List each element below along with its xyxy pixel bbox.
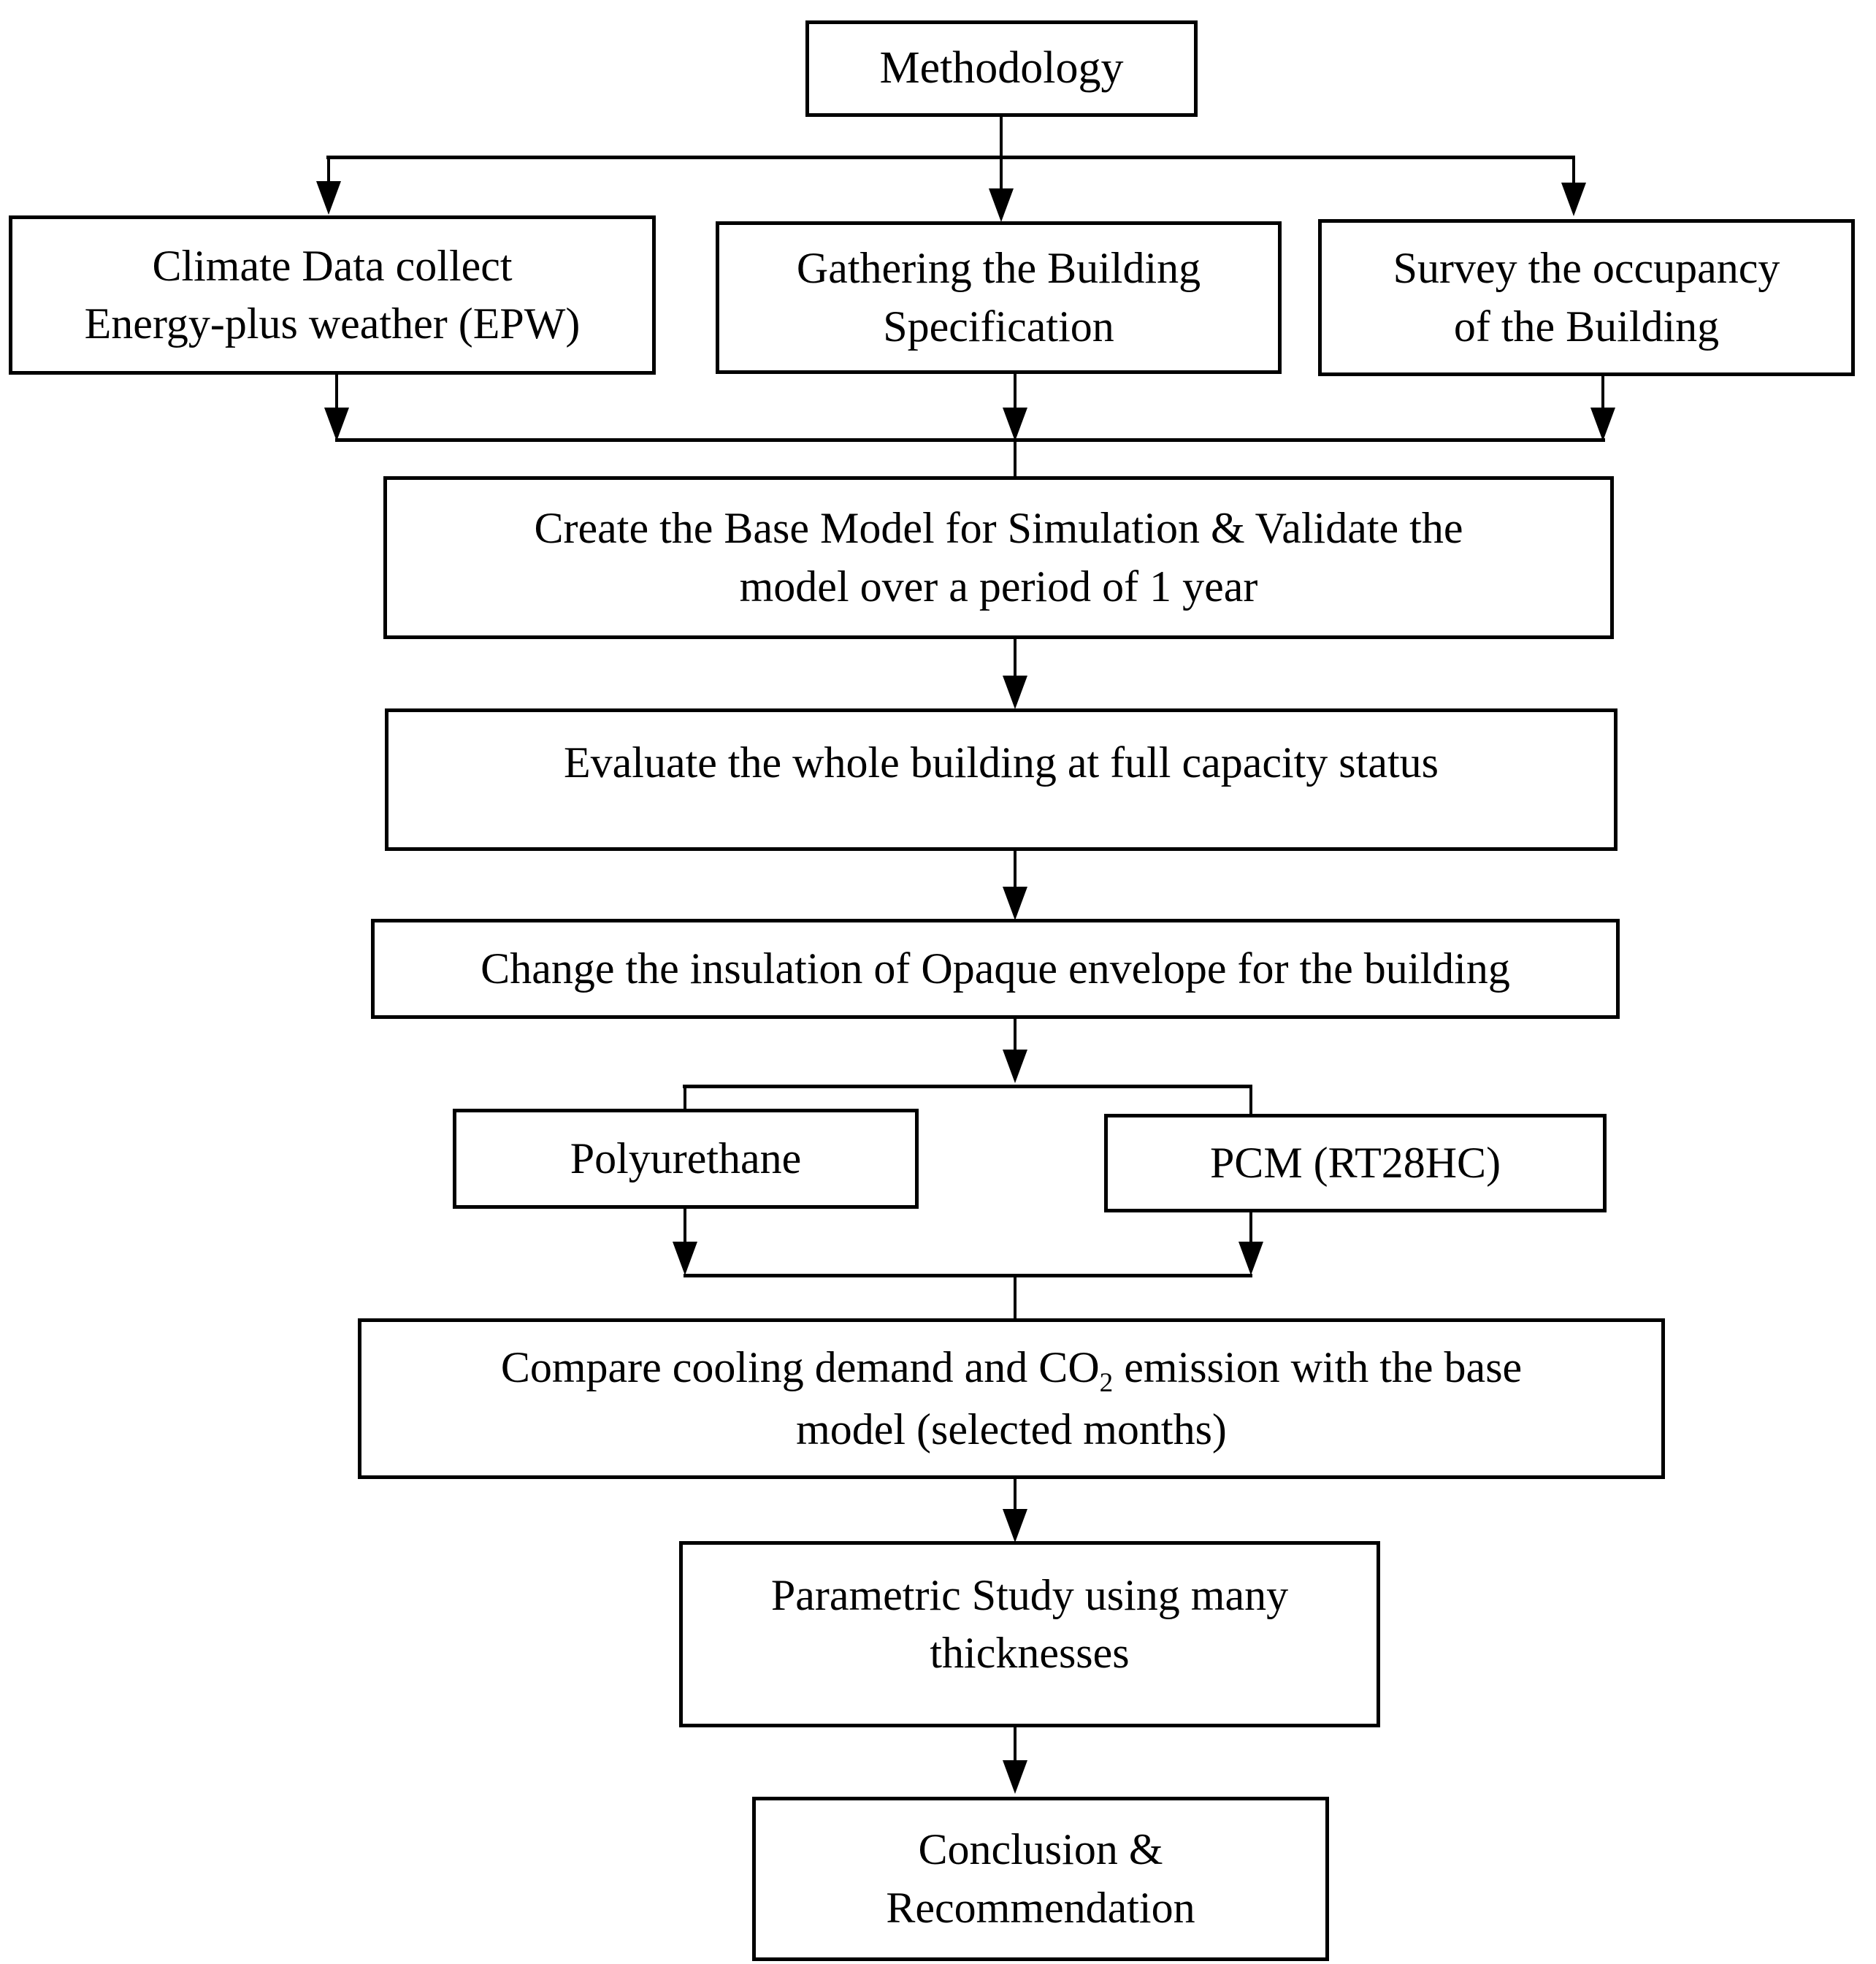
arrowhead-split-center bbox=[1003, 1050, 1027, 1083]
connector-merge-bar-materials bbox=[684, 1274, 1252, 1277]
connector-methodology-stem bbox=[1000, 117, 1003, 158]
node-survey-occupancy-line2: of the Building bbox=[1453, 302, 1720, 351]
node-climate-data-line1: Climate Data collect bbox=[152, 241, 513, 290]
connector-drop-climate bbox=[327, 156, 330, 186]
arrowhead-to-climate-data bbox=[316, 181, 341, 215]
node-climate-data-line2: Energy-plus weather (EPW) bbox=[84, 299, 581, 348]
node-polyurethane[interactable]: Polyurethane bbox=[453, 1109, 919, 1209]
node-survey-occupancy[interactable]: Survey the occupancy of the Building bbox=[1318, 219, 1855, 376]
arrowhead-merge-right bbox=[1590, 408, 1615, 441]
connector-gathering-out bbox=[1014, 374, 1017, 410]
connector-split-bar bbox=[683, 1085, 1252, 1088]
arrowhead-to-survey-occupancy bbox=[1561, 183, 1586, 216]
connector-split-to-polyurethane bbox=[684, 1085, 686, 1111]
connector-parametric-to-conclusion bbox=[1014, 1727, 1017, 1764]
connector-polyurethane-out bbox=[684, 1209, 686, 1245]
node-gathering-spec-line2: Specification bbox=[883, 302, 1114, 351]
node-compare-results[interactable]: Compare cooling demand and CO2 emission … bbox=[358, 1318, 1665, 1479]
arrowhead-merge-polyurethane bbox=[673, 1242, 697, 1275]
connector-insulation-out bbox=[1014, 1019, 1017, 1054]
node-evaluate-building-label: Evaluate the whole building at full capa… bbox=[564, 738, 1439, 787]
node-parametric-study-line1: Parametric Study using many bbox=[770, 1571, 1289, 1619]
connector-merge-to-base-model bbox=[1014, 438, 1017, 481]
node-pcm[interactable]: PCM (RT28HC) bbox=[1104, 1114, 1607, 1212]
connector-drop-survey bbox=[1572, 156, 1575, 186]
connector-climate-out bbox=[335, 375, 338, 411]
connector-evaluate-to-insulation bbox=[1014, 851, 1017, 891]
node-conclusion[interactable]: Conclusion & Recommendation bbox=[752, 1797, 1329, 1961]
node-conclusion-line1: Conclusion & bbox=[918, 1825, 1163, 1874]
connector-distribution-bar bbox=[326, 156, 1574, 159]
node-survey-occupancy-line1: Survey the occupancy bbox=[1393, 244, 1780, 293]
arrowhead-to-evaluate bbox=[1003, 676, 1027, 709]
node-compare-results-line1-pre: Compare cooling demand and CO bbox=[500, 1342, 1100, 1391]
arrowhead-merge-pcm bbox=[1238, 1242, 1263, 1275]
connector-compare-to-parametric bbox=[1014, 1479, 1017, 1513]
node-climate-data[interactable]: Climate Data collect Energy-plus weather… bbox=[9, 215, 656, 375]
node-gathering-spec[interactable]: Gathering the Building Specification bbox=[716, 221, 1282, 374]
node-evaluate-building[interactable]: Evaluate the whole building at full capa… bbox=[385, 708, 1617, 851]
node-methodology-label: Methodology bbox=[879, 43, 1124, 93]
arrowhead-merge-left bbox=[324, 408, 349, 441]
connector-materials-to-compare bbox=[1014, 1274, 1017, 1319]
arrowhead-to-gathering-spec bbox=[989, 188, 1014, 222]
node-change-insulation-label: Change the insulation of Opaque envelope… bbox=[481, 944, 1510, 993]
node-pcm-label: PCM (RT28HC) bbox=[1209, 1138, 1501, 1187]
connector-merge-bar bbox=[335, 438, 1605, 442]
node-compare-results-line2: model (selected months) bbox=[796, 1405, 1227, 1453]
arrowhead-to-conclusion bbox=[1003, 1760, 1027, 1794]
node-conclusion-line2: Recommendation bbox=[886, 1883, 1195, 1932]
node-parametric-study-line2: thicknesses bbox=[930, 1629, 1130, 1678]
connector-base-model-to-evaluate bbox=[1014, 639, 1017, 679]
node-methodology[interactable]: Methodology bbox=[805, 20, 1198, 117]
node-compare-results-subscript: 2 bbox=[1099, 1367, 1114, 1398]
node-polyurethane-label: Polyurethane bbox=[570, 1134, 802, 1182]
arrowhead-merge-center bbox=[1003, 408, 1027, 441]
connector-drop-gathering bbox=[1000, 156, 1003, 194]
node-change-insulation[interactable]: Change the insulation of Opaque envelope… bbox=[371, 919, 1620, 1019]
node-create-base-model-line2: model over a period of 1 year bbox=[739, 562, 1258, 611]
connector-survey-out bbox=[1601, 376, 1604, 411]
arrowhead-to-parametric-study bbox=[1003, 1509, 1027, 1543]
node-gathering-spec-line1: Gathering the Building bbox=[796, 244, 1201, 293]
arrowhead-to-change-insulation bbox=[1003, 887, 1027, 920]
node-parametric-study[interactable]: Parametric Study using many thicknesses bbox=[679, 1541, 1380, 1727]
connector-pcm-out bbox=[1249, 1212, 1252, 1245]
node-create-base-model[interactable]: Create the Base Model for Simulation & V… bbox=[383, 476, 1614, 639]
node-create-base-model-line1: Create the Base Model for Simulation & V… bbox=[534, 504, 1463, 553]
connector-split-to-pcm bbox=[1249, 1085, 1252, 1115]
node-compare-results-line1-post: emission with the base bbox=[1113, 1342, 1523, 1391]
